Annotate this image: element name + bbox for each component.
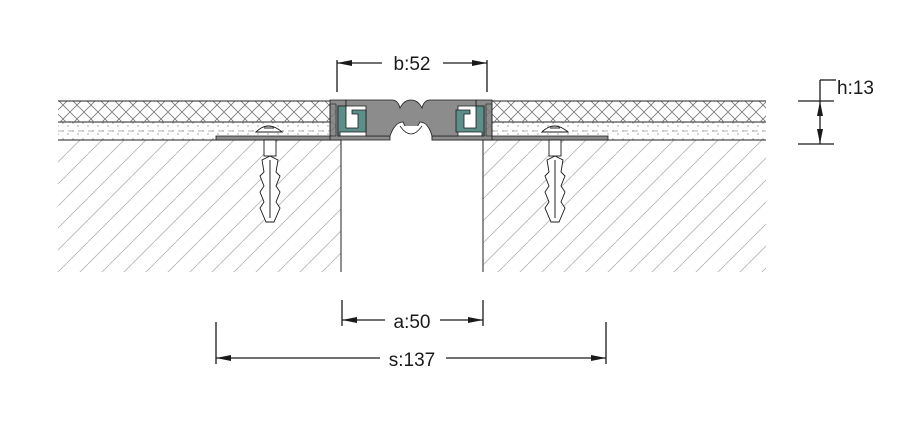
dimension-s-label: s:137 [389, 350, 435, 371]
screed-layer [58, 121, 766, 141]
screw-anchor-right [540, 125, 570, 223]
dimension-a-label: a:50 [394, 312, 431, 333]
screw-anchor-left [254, 125, 284, 223]
finish-layer [58, 100, 766, 122]
substrate-right [482, 140, 766, 272]
teal-insert-left [337, 105, 367, 137]
dimension-a: a:50 [341, 300, 484, 333]
end-cap-left [329, 103, 337, 137]
dimension-h-label: h:13 [837, 78, 874, 99]
dimension-s: s:137 [215, 322, 607, 371]
dimension-b-label: b:52 [394, 54, 431, 75]
substrate-left [58, 140, 342, 272]
teal-insert-right [455, 105, 485, 137]
dimension-b: b:52 [336, 54, 488, 92]
end-cap-right [485, 103, 493, 137]
dimension-h: h:13 [798, 78, 874, 145]
